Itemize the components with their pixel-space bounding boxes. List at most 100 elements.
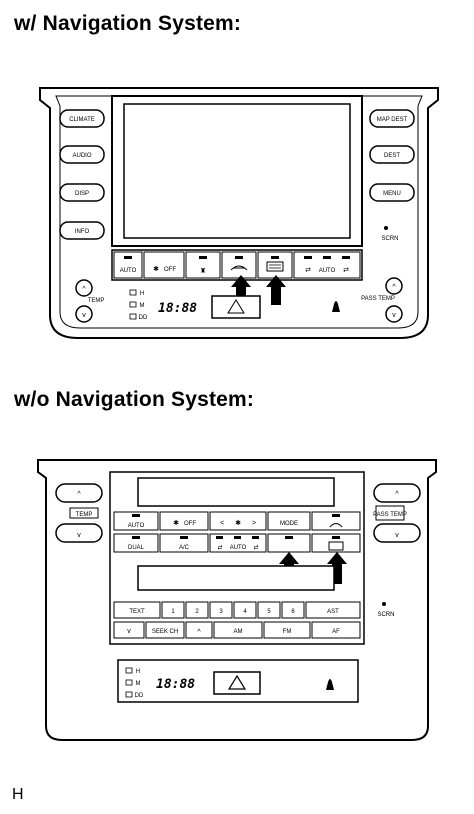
upper-display [137, 477, 335, 507]
dest-button-label: DEST [384, 153, 400, 159]
fan-icon-2: ✱ [173, 519, 179, 527]
driver-temp-up-button-2[interactable] [55, 483, 103, 503]
audio-button[interactable] [59, 145, 105, 164]
climate-button-label: CLIMATE [69, 117, 95, 123]
preset-4-label: 4 [243, 609, 247, 615]
dual-label-2: DUAL [128, 545, 145, 551]
auto-button-2[interactable] [113, 511, 159, 531]
preset-5-button[interactable] [257, 601, 281, 619]
menu-button[interactable] [369, 183, 415, 202]
pass-temp-up-button[interactable] [385, 277, 403, 295]
navigation-screen[interactable] [123, 103, 351, 239]
indicator-dd-box [129, 313, 137, 320]
clock-display-2: 18:88 [156, 677, 195, 692]
fan-speed-icon: ✱ [235, 519, 241, 527]
text-button[interactable] [113, 601, 161, 619]
ac-button-2[interactable] [159, 533, 209, 553]
airflow-led-b-icon [234, 536, 241, 539]
driver-temp-label: TEMP [88, 298, 105, 304]
front-defrost-led-icon-2 [332, 514, 340, 517]
hvac-row-2: DUAL A/C ⇄ AUTO ⇄ [113, 533, 361, 553]
preset-3-button[interactable] [209, 601, 233, 619]
map-dest-button-label: MAP DEST [377, 117, 408, 123]
airflow-led-2-icon [323, 256, 331, 259]
seek-up-button[interactable] [185, 621, 213, 639]
preset-2-button[interactable] [185, 601, 209, 619]
driver-temp-up-button[interactable] [75, 279, 93, 297]
preset-6-button[interactable] [281, 601, 305, 619]
scrn-label-2: SCRN [377, 612, 394, 618]
heading-without-navigation: w/o Navigation System: [14, 388, 255, 411]
pass-temp-down-button[interactable] [385, 305, 403, 323]
hazard-button[interactable] [211, 295, 261, 319]
seek-down-button[interactable] [113, 621, 145, 639]
text-label: TEXT [129, 609, 145, 615]
figure-code: H [12, 786, 24, 803]
fan-down-label: < [220, 520, 224, 527]
scrn-indicator-icon [384, 226, 388, 230]
fan-off-label-2: OFF [184, 521, 196, 527]
hazard-triangle-icon-2 [227, 674, 247, 690]
chevron-up-icon: ^ [82, 286, 86, 293]
indicator-h-box-2 [125, 667, 133, 674]
ast-label: AST [327, 609, 339, 615]
fan-speed-button-2[interactable] [209, 511, 267, 531]
preset-3-label: 3 [219, 609, 223, 615]
scrn-label: SCRN [381, 236, 398, 242]
hvac-recirc-led-icon [199, 256, 207, 259]
arrow-icon-2 [266, 275, 286, 305]
map-dest-button[interactable] [369, 109, 415, 128]
hvac-auto-button[interactable] [113, 251, 143, 279]
climate-button[interactable] [59, 109, 105, 128]
preset-4-button[interactable] [233, 601, 257, 619]
indicator-m-box [129, 301, 137, 308]
right-button-column: MAP DEST DEST MENU SCRN [369, 109, 415, 242]
pass-temp-tag [375, 505, 405, 521]
preset-5-label: 5 [267, 609, 271, 615]
driver-temp-down-button[interactable] [75, 305, 93, 323]
chevron-down-icon-2: v [77, 532, 81, 539]
clock-display: 18:88 [158, 301, 197, 316]
recirculation-icon-2: ⇄ [217, 544, 222, 551]
rear-defroster-lines-icon [269, 264, 281, 269]
fan-off-button-2[interactable] [159, 511, 209, 531]
rear-defroster-led-icon [271, 256, 279, 259]
dest-button[interactable] [369, 145, 415, 164]
hvac-off-label: OFF [164, 267, 176, 273]
hazard-button-2[interactable] [213, 671, 261, 695]
lower-display [137, 565, 335, 591]
pass-temp-label-2: PASS TEMP [373, 512, 407, 518]
seek-ch-label: SEEK CH [152, 629, 178, 635]
front-defroster-button[interactable] [221, 251, 257, 279]
nav-panel-diagram: CLIMATE AUDIO DISP INFO MAP DEST DEST ME… [39, 87, 439, 339]
clock-area: H M DD 18:88 [129, 289, 197, 321]
chevron-up-icon-right: ^ [392, 284, 396, 291]
ac-led-icon-2 [180, 536, 188, 539]
af-button[interactable] [311, 621, 361, 639]
auto-led-icon-2 [132, 514, 140, 517]
audio-button-label: AUDIO [72, 153, 91, 159]
pass-temp-up-button-2[interactable] [373, 483, 421, 503]
indicator-h-label-2: H [136, 669, 140, 675]
rear-defrost-button-2[interactable] [311, 533, 361, 553]
preset-1-button[interactable] [161, 601, 185, 619]
disp-button[interactable] [59, 183, 105, 202]
pass-temp-down-button-2[interactable] [373, 523, 421, 543]
hvac-row-1: AUTO ✱ OFF < ✱ > MODE [113, 511, 361, 531]
dual-button-2[interactable] [113, 533, 159, 553]
hvac-off-button[interactable] [143, 251, 185, 279]
rear-defrost-led-icon-2 [332, 536, 340, 539]
driver-temp-label-2: TEMP [76, 512, 93, 518]
am-button[interactable] [213, 621, 263, 639]
front-defrost-button-2[interactable] [311, 511, 361, 531]
airflow-mode-button-group[interactable] [293, 251, 361, 279]
airflow-auto-label-2: AUTO [230, 545, 247, 551]
ast-button[interactable] [305, 601, 361, 619]
fm-button[interactable] [263, 621, 311, 639]
driver-temp-down-button-2[interactable] [55, 523, 103, 543]
clock-strip [117, 659, 359, 703]
indicator-dd-label: DD [139, 315, 148, 321]
heading-with-navigation: w/ Navigation System: [14, 12, 242, 35]
info-button[interactable] [59, 221, 105, 240]
mode-button-2[interactable] [267, 511, 311, 531]
